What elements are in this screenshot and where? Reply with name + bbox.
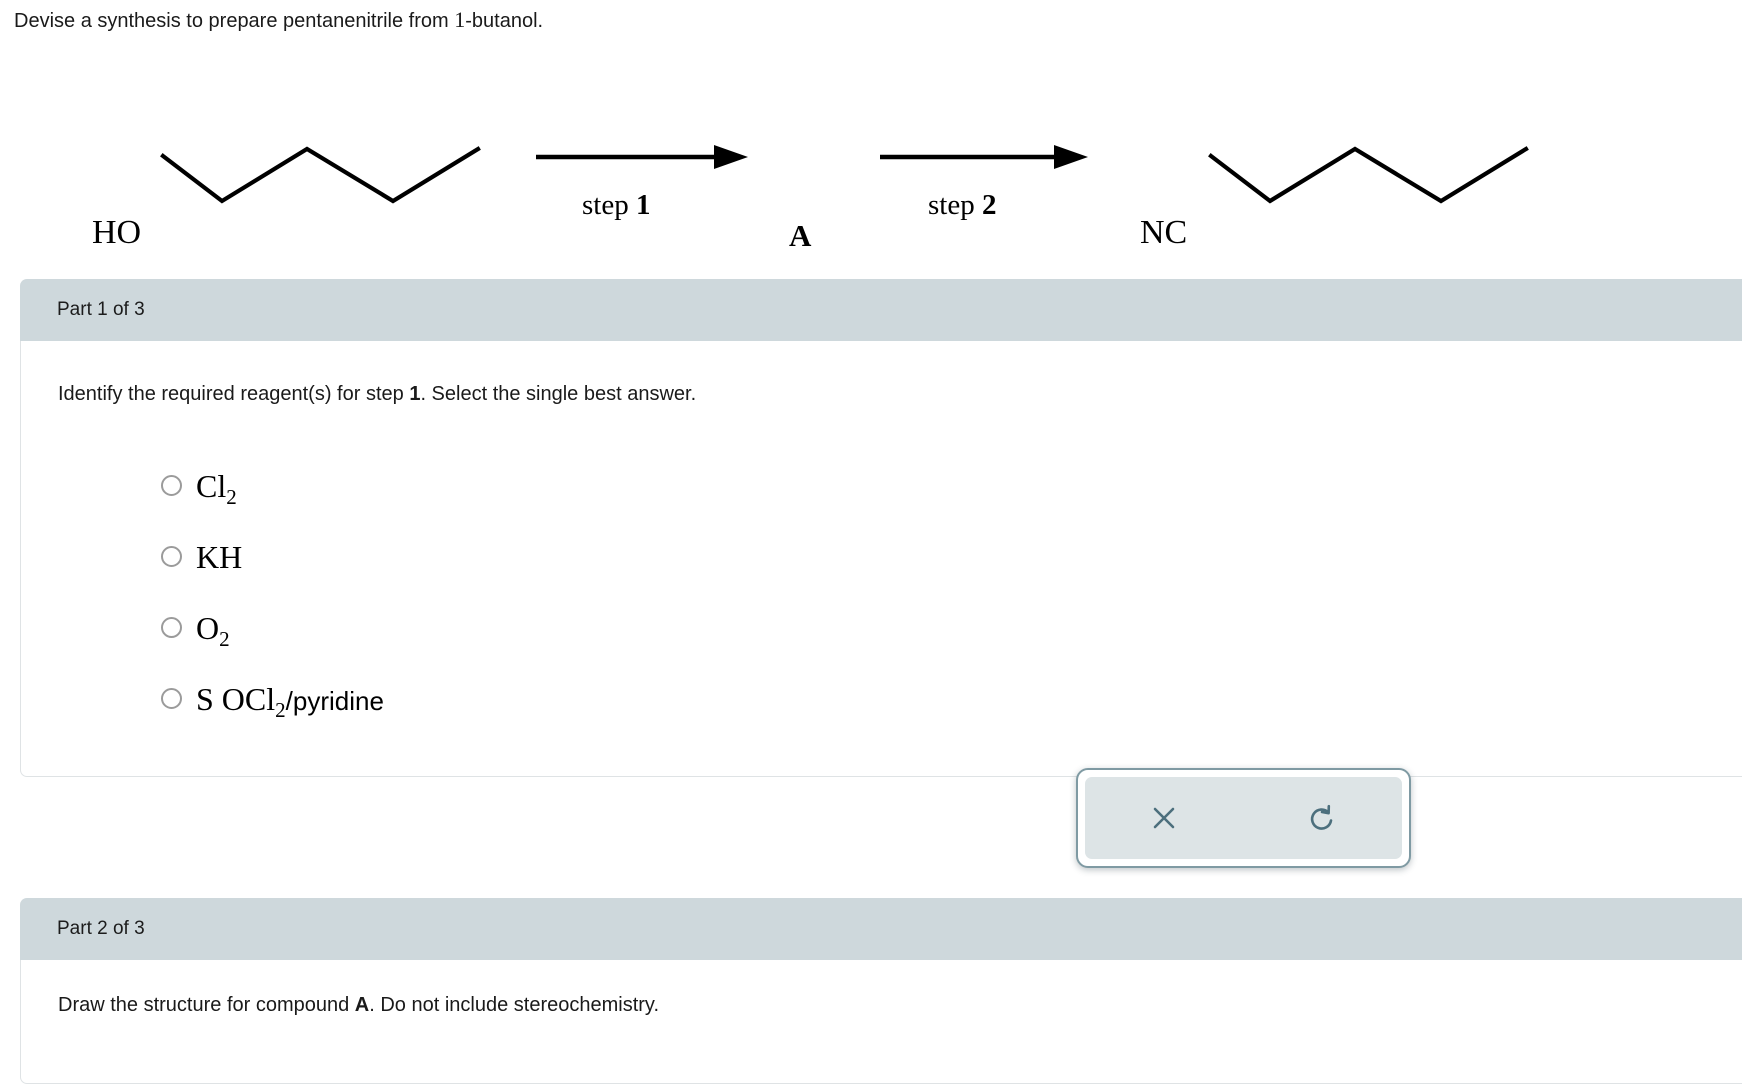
reactant-atom-label: HO [92, 214, 142, 251]
option-label-socl2-pyridine: S OCl2/pyridine [196, 680, 384, 721]
option-3-sub: 2 [275, 697, 286, 722]
part-1-header: Part 1 of 3 [20, 279, 1742, 341]
undo-reset-icon [1310, 804, 1333, 830]
prompt-text-before: Devise a synthesis to prepare pentanenit… [14, 10, 455, 32]
option-2-sub: 2 [219, 626, 230, 651]
option-2-formula: O [196, 609, 220, 646]
option-0-formula: Cl [196, 467, 227, 504]
part-2-question-after: . Do not include stereochemistry. [369, 994, 660, 1016]
step-1-number: 1 [635, 189, 651, 221]
intermediate-label: A [789, 218, 812, 253]
reaction-arrow-2 [880, 145, 1088, 169]
option-1-formula: KH [196, 538, 243, 575]
option-3-suffix: /pyridine [285, 685, 384, 716]
step-1-label: step 1 [582, 189, 650, 222]
part-1-question-bold: 1 [409, 383, 421, 405]
part-2-card: Part 2 of 3 Draw the structure for compo… [20, 898, 1742, 1084]
undo-answer-button[interactable] [1295, 790, 1351, 846]
option-3-formula: S OCl [196, 680, 276, 717]
page-title: Devise a synthesis to prepare pentanenit… [14, 6, 543, 35]
option-kh[interactable]: KH [161, 534, 384, 579]
option-label-o2: O2 [196, 609, 230, 650]
option-socl2-pyridine[interactable]: S OCl2/pyridine [161, 676, 384, 721]
reaction-scheme: HO NC step 1 step 2 A [0, 85, 1742, 253]
part-2-header: Part 2 of 3 [20, 898, 1742, 960]
product-atom-label: NC [1140, 214, 1188, 251]
reaction-scheme-svg [160, 145, 1529, 204]
radio-button-o2[interactable] [161, 617, 182, 638]
answer-options-group: Cl2 KH O2 S OCl2/pyridine [161, 463, 384, 747]
part-1-question-after: . Select the single best answer. [420, 383, 697, 405]
close-x-icon [1153, 807, 1175, 829]
part-1-question-before: Identify the required reagent(s) for ste… [58, 383, 410, 405]
step-2-label: step 2 [928, 189, 996, 222]
prompt-number: 1 [454, 7, 466, 32]
answer-tool-panel-inner [1085, 777, 1402, 859]
option-o2[interactable]: O2 [161, 605, 384, 650]
option-0-sub: 2 [226, 484, 237, 509]
part-2-question: Draw the structure for compound A. Do no… [58, 994, 659, 1017]
prompt-text-after: -butanol. [465, 10, 544, 32]
part-1-question: Identify the required reagent(s) for ste… [58, 383, 696, 406]
part-2-question-bold: A [354, 994, 370, 1016]
step-2-word: step [928, 189, 975, 221]
radio-button-kh[interactable] [161, 546, 182, 567]
option-label-kh: KH [196, 541, 242, 573]
reaction-arrow-1 [536, 145, 748, 169]
answer-tool-panel [1076, 768, 1411, 868]
part-2-question-before: Draw the structure for compound [58, 994, 355, 1016]
step-1-word: step [582, 189, 629, 221]
part-1-card: Part 1 of 3 Identify the required reagen… [20, 279, 1742, 868]
radio-button-socl2-pyridine[interactable] [161, 688, 182, 709]
option-cl2[interactable]: Cl2 [161, 463, 384, 508]
part-1-body: Identify the required reagent(s) for ste… [20, 341, 1742, 868]
option-label-cl2: Cl2 [196, 467, 237, 508]
clear-answer-button[interactable] [1136, 790, 1192, 846]
product-skeleton [1208, 146, 1529, 204]
step-2-number: 2 [981, 189, 997, 221]
part-2-header-label: Part 2 of 3 [57, 918, 145, 939]
reactant-skeleton [160, 146, 481, 204]
radio-button-cl2[interactable] [161, 475, 182, 496]
part-2-body: Draw the structure for compound A. Do no… [20, 960, 1742, 1084]
part-1-header-label: Part 1 of 3 [57, 299, 145, 320]
